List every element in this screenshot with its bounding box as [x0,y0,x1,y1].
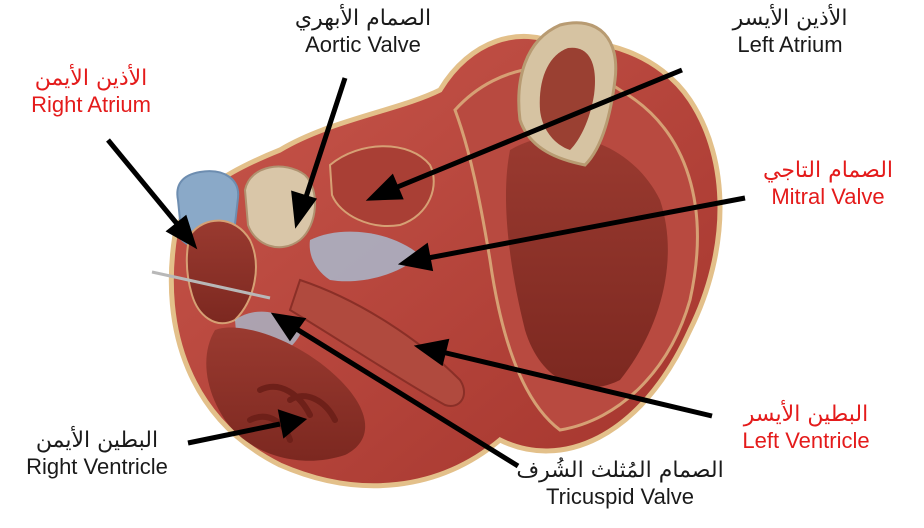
label-left-atrium: الأذين الأيسر Left Atrium [700,6,880,59]
label-left-ventricle-en: Left Ventricle [716,428,896,454]
right-atrium-chamber [187,221,256,324]
label-left-ventricle-ar: البطين الأيسر [716,402,896,428]
label-tricuspid-valve: الصمام المُثلث الشُرف Tricuspid Valve [490,458,750,511]
label-left-ventricle: البطين الأيسر Left Ventricle [716,402,896,455]
label-right-ventricle-en: Right Ventricle [4,454,190,480]
label-left-atrium-en: Left Atrium [700,32,880,58]
pointer-right-atrium [108,140,178,225]
label-mitral-valve: الصمام التاجي Mitral Valve [738,158,918,211]
label-aortic-valve-ar: الصمام الأبهري [268,6,458,32]
label-tricuspid-valve-en: Tricuspid Valve [490,484,750,510]
label-right-atrium-ar: الأذين الأيمن [6,66,176,92]
label-right-ventricle: البطين الأيمن Right Ventricle [4,428,190,481]
label-mitral-valve-en: Mitral Valve [738,184,918,210]
label-aortic-valve: الصمام الأبهري Aortic Valve [268,6,458,59]
label-right-atrium: الأذين الأيمن Right Atrium [6,66,176,119]
label-left-atrium-ar: الأذين الأيسر [700,6,880,32]
label-mitral-valve-ar: الصمام التاجي [738,158,918,184]
label-aortic-valve-en: Aortic Valve [268,32,458,58]
label-right-atrium-en: Right Atrium [6,92,176,118]
label-tricuspid-valve-ar: الصمام المُثلث الشُرف [490,458,750,484]
label-right-ventricle-ar: البطين الأيمن [4,428,190,454]
